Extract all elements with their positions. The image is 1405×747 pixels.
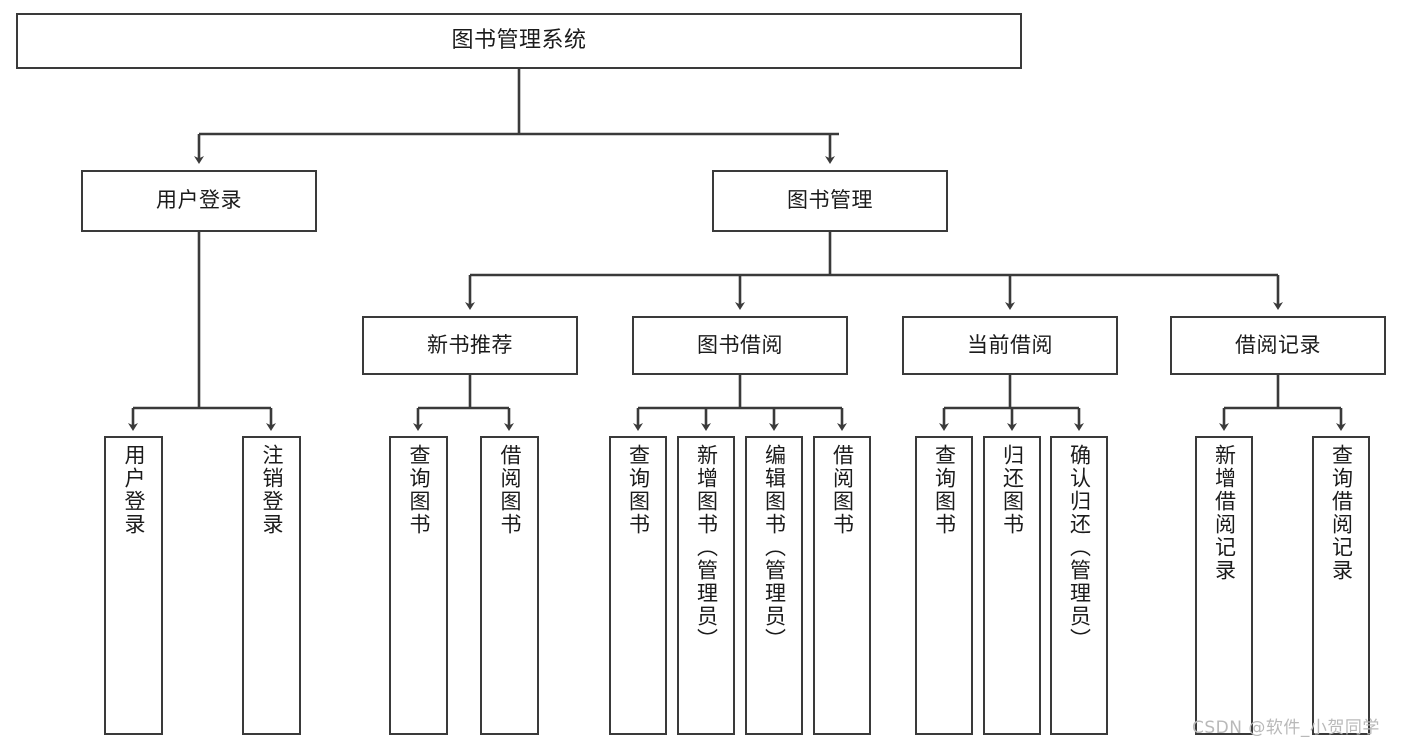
node-leaf-confirm-return-admin-label: 确认归还（管理员） bbox=[1067, 444, 1092, 651]
node-book-manage[interactable]: 图书管理 bbox=[712, 170, 948, 232]
node-book-borrow[interactable]: 图书借阅 bbox=[632, 316, 848, 375]
node-borrow-record[interactable]: 借阅记录 bbox=[1170, 316, 1386, 375]
node-leaf-add-book-admin-label: 新增图书（管理员） bbox=[694, 444, 719, 651]
node-current-borrow-label: 当前借阅 bbox=[967, 332, 1053, 357]
node-leaf-query-borrow-record-label: 查询借阅记录 bbox=[1329, 444, 1354, 582]
node-leaf-borrow-book-rec[interactable]: 借阅图书 bbox=[480, 436, 539, 735]
node-leaf-return-book[interactable]: 归还图书 bbox=[983, 436, 1041, 735]
node-leaf-query-book-current[interactable]: 查询图书 bbox=[915, 436, 973, 735]
node-leaf-query-book-borrow-label: 查询图书 bbox=[626, 444, 651, 536]
node-new-book-recommend-label: 新书推荐 bbox=[427, 332, 513, 357]
node-leaf-logout-login-label: 注销登录 bbox=[260, 444, 284, 536]
node-leaf-query-book-current-label: 查询图书 bbox=[932, 444, 957, 536]
node-leaf-borrow-book[interactable]: 借阅图书 bbox=[813, 436, 871, 735]
node-root-label: 图书管理系统 bbox=[451, 27, 587, 53]
node-root[interactable]: 图书管理系统 bbox=[16, 13, 1022, 69]
node-current-borrow[interactable]: 当前借阅 bbox=[902, 316, 1118, 375]
node-leaf-edit-book-admin[interactable]: 编辑图书（管理员） bbox=[745, 436, 803, 735]
node-leaf-borrow-book-label: 借阅图书 bbox=[830, 444, 855, 536]
node-leaf-confirm-return-admin[interactable]: 确认归还（管理员） bbox=[1050, 436, 1108, 735]
node-leaf-query-book-borrow[interactable]: 查询图书 bbox=[609, 436, 667, 735]
node-leaf-query-borrow-record[interactable]: 查询借阅记录 bbox=[1312, 436, 1370, 735]
node-leaf-logout-login[interactable]: 注销登录 bbox=[242, 436, 301, 735]
node-book-borrow-label: 图书借阅 bbox=[697, 332, 783, 357]
node-leaf-return-book-label: 归还图书 bbox=[1000, 444, 1025, 536]
node-leaf-borrow-book-rec-label: 借阅图书 bbox=[498, 444, 522, 536]
node-borrow-record-label: 借阅记录 bbox=[1235, 332, 1321, 357]
node-leaf-add-borrow-record[interactable]: 新增借阅记录 bbox=[1195, 436, 1253, 735]
node-leaf-user-login-label: 用户登录 bbox=[122, 444, 146, 536]
node-leaf-edit-book-admin-label: 编辑图书（管理员） bbox=[762, 444, 787, 651]
node-leaf-query-book-rec[interactable]: 查询图书 bbox=[389, 436, 448, 735]
node-leaf-user-login[interactable]: 用户登录 bbox=[104, 436, 163, 735]
node-user-login-label: 用户登录 bbox=[156, 188, 242, 213]
node-leaf-query-book-rec-label: 查询图书 bbox=[407, 444, 431, 536]
node-leaf-add-borrow-record-label: 新增借阅记录 bbox=[1212, 444, 1237, 582]
node-book-manage-label: 图书管理 bbox=[787, 188, 873, 213]
node-leaf-add-book-admin[interactable]: 新增图书（管理员） bbox=[677, 436, 735, 735]
node-user-login[interactable]: 用户登录 bbox=[81, 170, 317, 232]
node-new-book-recommend[interactable]: 新书推荐 bbox=[362, 316, 578, 375]
